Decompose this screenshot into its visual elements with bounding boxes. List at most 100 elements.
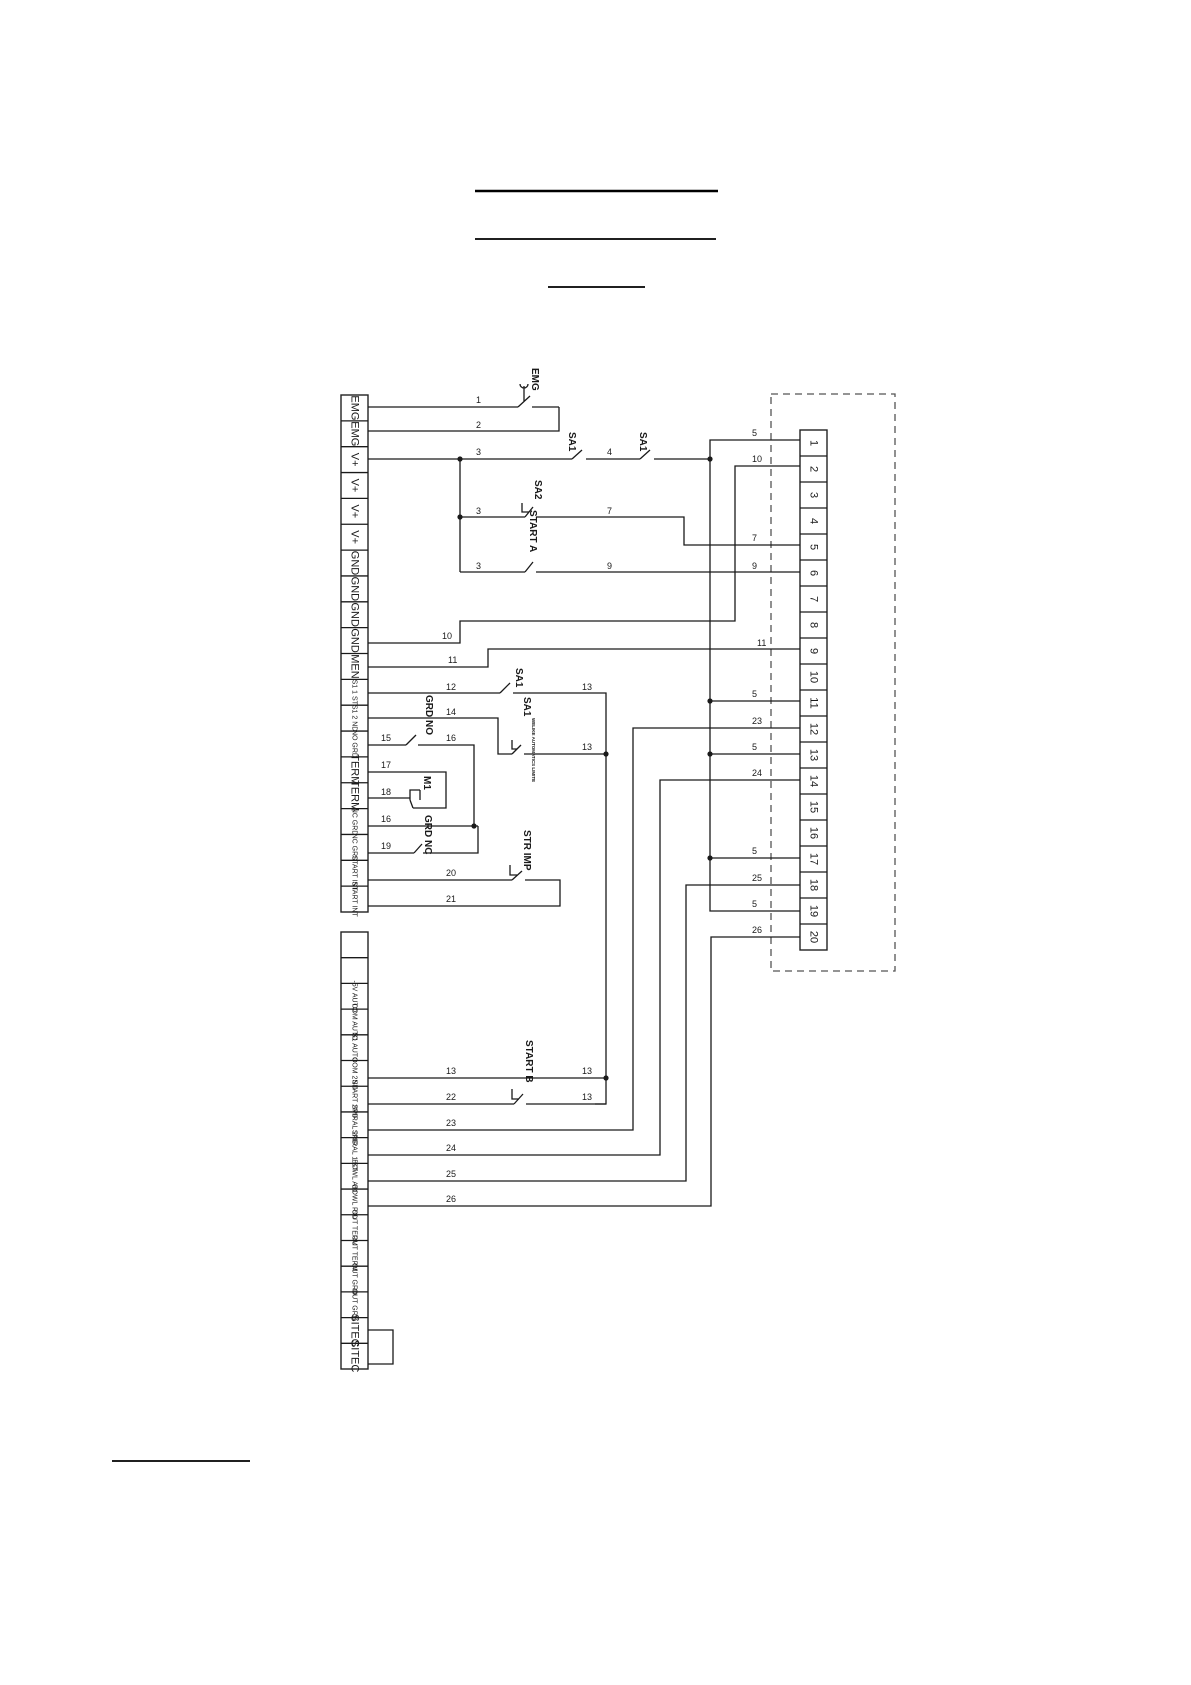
junction	[707, 456, 713, 462]
wire-11	[368, 648, 800, 668]
wire-number: 21	[446, 894, 456, 904]
left-terminal-label: SITEC	[349, 1314, 361, 1346]
left-terminal-label: OUT GRD	[351, 1289, 358, 1321]
left-terminal-label: OUT GRD	[351, 1263, 358, 1295]
left-terminal-label: V+	[349, 453, 361, 467]
wire-number: 14	[446, 707, 456, 717]
left-terminal-label: START INT	[351, 881, 358, 917]
wire-number: 16	[446, 733, 456, 743]
terminal-enclosure	[770, 393, 896, 972]
wire-number: 5	[752, 899, 757, 909]
wire-17	[368, 771, 447, 809]
m1-switch	[409, 789, 427, 809]
right-terminal-label: 12	[808, 723, 820, 735]
junction	[457, 456, 463, 462]
wire-14	[368, 717, 512, 755]
wire-25	[368, 884, 800, 1182]
start-a-label: START A	[527, 510, 538, 552]
wire-number: 5	[752, 428, 757, 438]
grd-no-label: GRD NO	[423, 695, 434, 735]
left-terminal-label: OUT TERM	[351, 1235, 358, 1271]
sitec-jumper	[368, 1329, 394, 1365]
start-b-actuator	[511, 1089, 519, 1100]
start-b-label: START B	[523, 1040, 534, 1083]
right-terminal-label: 3	[808, 492, 820, 498]
wire-26	[368, 936, 800, 1207]
wire-number: 3	[476, 506, 481, 516]
grd-nc-label: GRD NC	[422, 815, 433, 854]
sa1-c-contact	[499, 682, 511, 694]
junction	[707, 751, 713, 757]
left-terminal-label: START INT	[351, 856, 358, 892]
wire-number: 25	[752, 873, 762, 883]
wire-7	[536, 516, 800, 546]
right-terminal-label: 7	[808, 596, 820, 602]
sa1-b-label: SA1	[637, 432, 648, 452]
junction	[707, 698, 713, 704]
str-imp-label: STR IMP	[521, 830, 532, 871]
wire-5	[709, 439, 800, 912]
wire-number: 25	[446, 1169, 456, 1179]
wire-number: 5	[752, 689, 757, 699]
left-terminal-label: GND	[349, 577, 361, 602]
wire-number: 11	[448, 655, 457, 665]
right-terminal-label: 14	[808, 775, 820, 787]
emg-switch	[517, 395, 531, 408]
wire-number: 18	[381, 787, 391, 797]
grd-nc-contact	[413, 843, 423, 854]
sa1-a-contact	[571, 449, 583, 460]
left-terminal-label: S1 2 ND	[351, 705, 358, 731]
wire-number: 2	[476, 420, 481, 430]
wire-number: 9	[752, 561, 757, 571]
wire-21	[368, 879, 561, 907]
grd-no-contact	[405, 734, 417, 746]
right-terminal-label: 6	[808, 570, 820, 576]
wire-24	[368, 779, 800, 1156]
wire-number: 26	[446, 1194, 456, 1204]
left-terminal-label: GND	[349, 628, 361, 653]
right-terminal-label: 20	[808, 931, 820, 943]
junction	[707, 855, 713, 861]
sa2-actuator	[521, 503, 529, 513]
left-terminal-label: TERM	[349, 780, 361, 811]
left-terminal-label: -5V AUTO	[351, 980, 358, 1012]
left-terminal-label: SITEC	[349, 1340, 361, 1372]
emg-actuator	[519, 383, 529, 401]
wire-number: 3	[476, 561, 481, 571]
wire-16a	[418, 744, 475, 826]
left-terminal-label: START 2ND	[351, 1080, 358, 1118]
wire-number: 5	[752, 846, 757, 856]
left-terminal-label: V+	[349, 479, 361, 493]
left-terminal-label: S1 1 ST	[351, 680, 358, 706]
wire-number: 20	[446, 868, 456, 878]
wire-number: 13	[446, 1066, 456, 1076]
left-terminal-label: GND	[349, 602, 361, 627]
wire-23	[368, 727, 800, 1131]
sa1-d-label: SA1	[521, 697, 532, 717]
left-terminal-label: BOWL RID	[351, 1185, 358, 1219]
left-terminal-label: BOWL A11	[351, 1159, 358, 1193]
right-terminal-label: 10	[808, 671, 820, 683]
wire-number: 24	[752, 768, 762, 778]
left-terminal-label: COM AUTO	[351, 1003, 358, 1041]
wire-number: 13	[582, 1092, 592, 1102]
emg-label: EMG	[529, 368, 540, 391]
left-terminal-label: EMG	[349, 395, 361, 420]
wire-number: 7	[752, 533, 757, 543]
wire-number: 13	[582, 1066, 592, 1076]
wire-number: 19	[381, 841, 391, 851]
left-terminal-label: S1 AUTO	[351, 1033, 358, 1063]
right-terminal-label: 11	[808, 697, 820, 708]
wire-number: 13	[582, 742, 592, 752]
wire-number: 1	[476, 395, 481, 405]
wire-number: 17	[381, 760, 391, 770]
right-terminal-label: 15	[808, 801, 820, 813]
wire-number: 7	[607, 506, 612, 516]
wire-number: 16	[381, 814, 391, 824]
left-terminal-label: OUT TERM	[351, 1209, 358, 1245]
right-terminal-label: 17	[808, 853, 820, 865]
wire-number: 15	[381, 733, 391, 743]
